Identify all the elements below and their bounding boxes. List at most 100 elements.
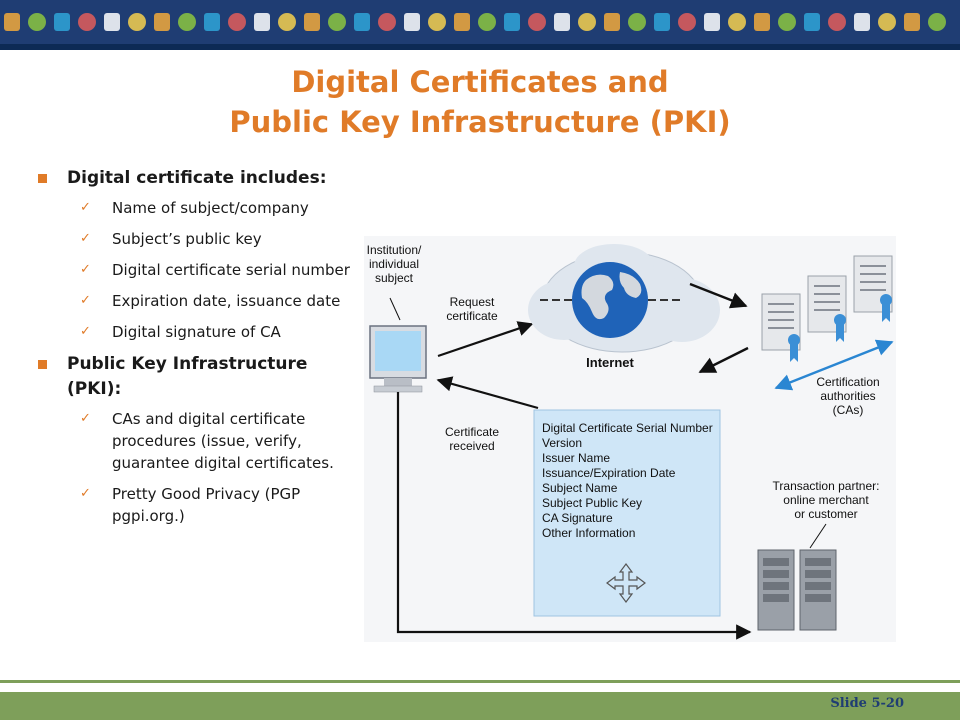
partner-label-1: Transaction partner: bbox=[773, 479, 880, 493]
ca-label-2: authorities bbox=[820, 389, 875, 403]
banner-decor-icon bbox=[428, 13, 446, 31]
partner-label-2: online merchant bbox=[783, 493, 869, 507]
banner-decor-icon bbox=[754, 13, 770, 31]
partner-label-3: or customer bbox=[794, 507, 857, 521]
subject-pointer bbox=[389, 297, 401, 321]
banner-decor-icon bbox=[304, 13, 320, 31]
certificate-box bbox=[533, 409, 721, 617]
banner-decor-icon bbox=[854, 13, 870, 31]
request-label-2: certificate bbox=[446, 309, 498, 323]
sub-bullet-text: Name of subject/company bbox=[112, 199, 309, 217]
cert-field: Issuance/Expiration Date bbox=[542, 466, 676, 480]
certificate-fields: Digital Certificate Serial Number Versio… bbox=[542, 421, 713, 540]
cert-field: CA Signature bbox=[542, 511, 613, 525]
banner-decor-icon bbox=[128, 13, 146, 31]
received-arrow bbox=[436, 376, 539, 410]
sub-bullet-text: Subject’s public key bbox=[112, 230, 262, 248]
server-icon bbox=[757, 549, 837, 631]
banner-decor-icon bbox=[728, 13, 746, 31]
banner-decor-icon bbox=[654, 13, 670, 31]
received-label-1: Certificate bbox=[445, 425, 499, 439]
check-icon: ✓ bbox=[80, 262, 91, 277]
internet-label: Internet bbox=[586, 355, 634, 370]
cert-field: Subject Name bbox=[542, 481, 618, 495]
bullet-list: Digital certificate includes: ✓Name of s… bbox=[36, 166, 366, 536]
footer-bar: Slide 5-20 bbox=[0, 692, 960, 720]
banner-decor-icon bbox=[678, 13, 696, 31]
banner-decor-icon bbox=[104, 13, 120, 31]
banner-decor-icon bbox=[828, 13, 846, 31]
banner-decor-icon bbox=[404, 13, 420, 31]
cert-field: Issuer Name bbox=[542, 451, 610, 465]
received-label-2: received bbox=[449, 439, 494, 453]
ca-network-arrow bbox=[774, 339, 894, 391]
banner-decor-icon bbox=[54, 13, 70, 31]
banner-decor-icon bbox=[328, 13, 346, 31]
banner-icons bbox=[4, 13, 946, 31]
banner-decor-icon bbox=[28, 13, 46, 31]
banner-decor-icon bbox=[78, 13, 96, 31]
cert-field: Subject Public Key bbox=[542, 496, 642, 510]
check-icon: ✓ bbox=[80, 293, 91, 308]
certificates-icon bbox=[761, 255, 893, 362]
subject-label-3: subject bbox=[375, 271, 414, 285]
bullet-certificate: Digital certificate includes: bbox=[36, 166, 366, 191]
subject-label-2: individual bbox=[369, 257, 419, 271]
square-bullet-icon bbox=[38, 360, 47, 369]
sub-bullet: ✓ CAs and digital certificate procedures … bbox=[80, 408, 366, 474]
sub-bullet-text: CAs and digital certificate procedures (… bbox=[112, 410, 334, 472]
banner-decor-icon bbox=[528, 13, 546, 31]
move-cross-icon bbox=[606, 563, 646, 603]
header-banner bbox=[0, 0, 960, 44]
banner-decor-icon bbox=[628, 13, 646, 31]
partner-pointer bbox=[809, 523, 827, 549]
from-ca-arrow bbox=[698, 346, 749, 374]
banner-decor-icon bbox=[504, 13, 520, 31]
banner-decor-icon bbox=[478, 13, 496, 31]
cert-field: Version bbox=[542, 436, 582, 450]
cert-field: Digital Certificate Serial Number bbox=[542, 421, 713, 435]
subject-label-1: Institution/ bbox=[367, 243, 422, 257]
sub-bullet-text: Digital certificate serial number bbox=[112, 261, 350, 279]
sub-bullet: ✓ Digital signature of CA bbox=[80, 321, 366, 343]
banner-decor-icon bbox=[254, 13, 270, 31]
banner-decor-icon bbox=[604, 13, 620, 31]
request-arrow bbox=[437, 321, 534, 358]
check-icon: ✓ bbox=[80, 411, 91, 426]
banner-decor-icon bbox=[704, 13, 720, 31]
banner-decor-icon bbox=[354, 13, 370, 31]
to-ca-arrow bbox=[689, 282, 748, 309]
slide-title: Digital Certificates and Public Key Infr… bbox=[0, 62, 960, 142]
title-line-2: Public Key Infrastructure (PKI) bbox=[229, 105, 731, 139]
sub-bullet: ✓ Digital certificate serial number bbox=[80, 259, 366, 281]
banner-strip bbox=[0, 44, 960, 50]
sub-bullet: ✓Expiration date, issuance date bbox=[80, 290, 366, 312]
computer-monitor-icon bbox=[369, 325, 427, 393]
pki-diagram: Institution/ individual subject Request … bbox=[364, 236, 896, 642]
banner-decor-icon bbox=[804, 13, 820, 31]
slide-number: Slide 5-20 bbox=[830, 696, 904, 711]
sub-bullet-text: Digital signature of CA bbox=[112, 323, 281, 341]
banner-decor-icon bbox=[228, 13, 246, 31]
banner-decor-icon bbox=[154, 13, 170, 31]
bullet-text: Public Key Infrastructure (PKI): bbox=[67, 354, 308, 399]
sub-bullet-text: Pretty Good Privacy (PGP pgpi.org.) bbox=[112, 485, 301, 525]
check-icon: ✓ bbox=[80, 486, 91, 501]
request-label-1: Request bbox=[450, 295, 495, 309]
check-icon: ✓ bbox=[80, 324, 91, 339]
banner-decor-icon bbox=[928, 13, 946, 31]
ca-label-1: Certification bbox=[816, 375, 879, 389]
banner-decor-icon bbox=[904, 13, 920, 31]
check-icon: ✓ bbox=[80, 231, 91, 246]
banner-decor-icon bbox=[178, 13, 196, 31]
banner-decor-icon bbox=[578, 13, 596, 31]
banner-decor-icon bbox=[4, 13, 20, 31]
title-line-1: Digital Certificates and bbox=[291, 65, 669, 99]
banner-decor-icon bbox=[278, 13, 296, 31]
globe-icon bbox=[572, 262, 648, 338]
sub-bullet: ✓Name of subject/company bbox=[80, 197, 366, 219]
banner-decor-icon bbox=[378, 13, 396, 31]
bullet-pki: Public Key Infrastructure (PKI): bbox=[36, 352, 366, 402]
banner-decor-icon bbox=[878, 13, 896, 31]
footer-line bbox=[0, 680, 960, 683]
